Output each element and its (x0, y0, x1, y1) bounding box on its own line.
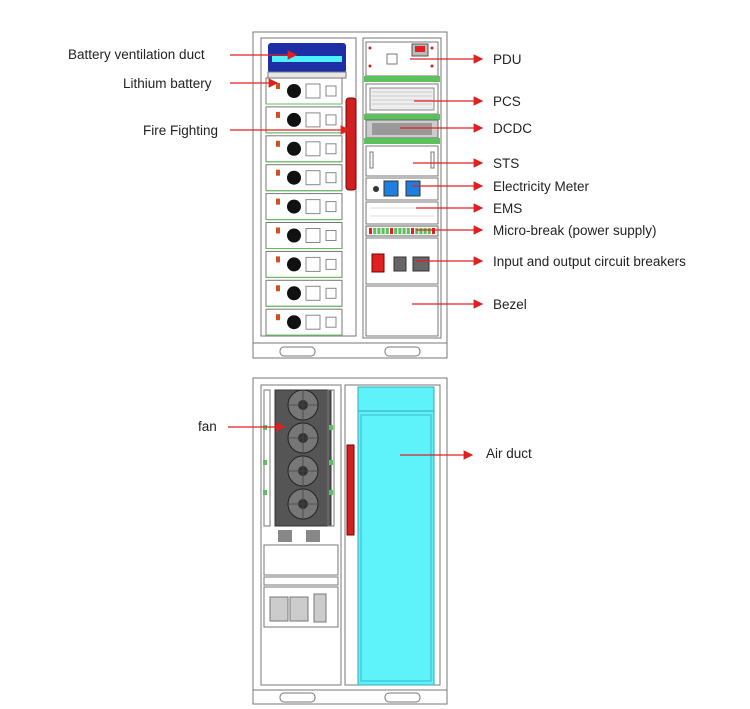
air-duct-shape (357, 410, 435, 686)
battery-module (265, 222, 343, 249)
label-ems: EMS (493, 201, 522, 216)
battery-module (265, 77, 343, 105)
micro-break-strip (365, 225, 439, 237)
label-fire-fighting: Fire Fighting (143, 123, 218, 138)
battery-module (265, 250, 343, 278)
label-fan: fan (198, 419, 217, 434)
label-sts: STS (493, 156, 519, 171)
lithium-battery-stack (265, 77, 343, 336)
label-dcdc: DCDC (493, 121, 532, 136)
label-circuit-breakers: Input and output circuit breakers (493, 254, 686, 269)
label-layer: Battery ventilation duct Lithium battery… (68, 47, 686, 461)
fan-unit (287, 455, 319, 487)
battery-module (265, 135, 343, 163)
dcdc-unit (365, 119, 439, 139)
front-cabinet-base (252, 342, 448, 359)
fan-unit (287, 389, 319, 421)
bezel-panel (365, 285, 439, 337)
label-pcs: PCS (493, 94, 521, 109)
battery-ventilation-duct-shape (267, 43, 347, 79)
battery-module (265, 106, 343, 134)
front-cabinet (252, 31, 448, 359)
rear-cabinet (252, 377, 448, 705)
fan-unit (287, 422, 319, 454)
label-air-duct: Air duct (486, 446, 532, 461)
ems-panel (365, 201, 439, 225)
sts-panel (365, 145, 439, 177)
equipment-bay (362, 37, 442, 339)
battery-module (265, 279, 343, 307)
label-bezel: Bezel (493, 297, 527, 312)
label-lithium-battery: Lithium battery (123, 76, 212, 91)
fan-unit (287, 488, 319, 520)
pcs-unit (365, 83, 439, 115)
label-pdu: PDU (493, 52, 522, 67)
label-battery-ventilation-duct: Battery ventilation duct (68, 47, 205, 62)
electricity-meter-panel (365, 177, 439, 201)
battery-module (265, 164, 343, 192)
fire-fighting-tube (345, 97, 357, 191)
battery-module (265, 308, 343, 336)
battery-module (265, 193, 343, 221)
green-rail (364, 76, 440, 82)
label-electricity-meter: Electricity Meter (493, 179, 590, 194)
label-micro-break: Micro-break (power supply) (493, 223, 657, 238)
